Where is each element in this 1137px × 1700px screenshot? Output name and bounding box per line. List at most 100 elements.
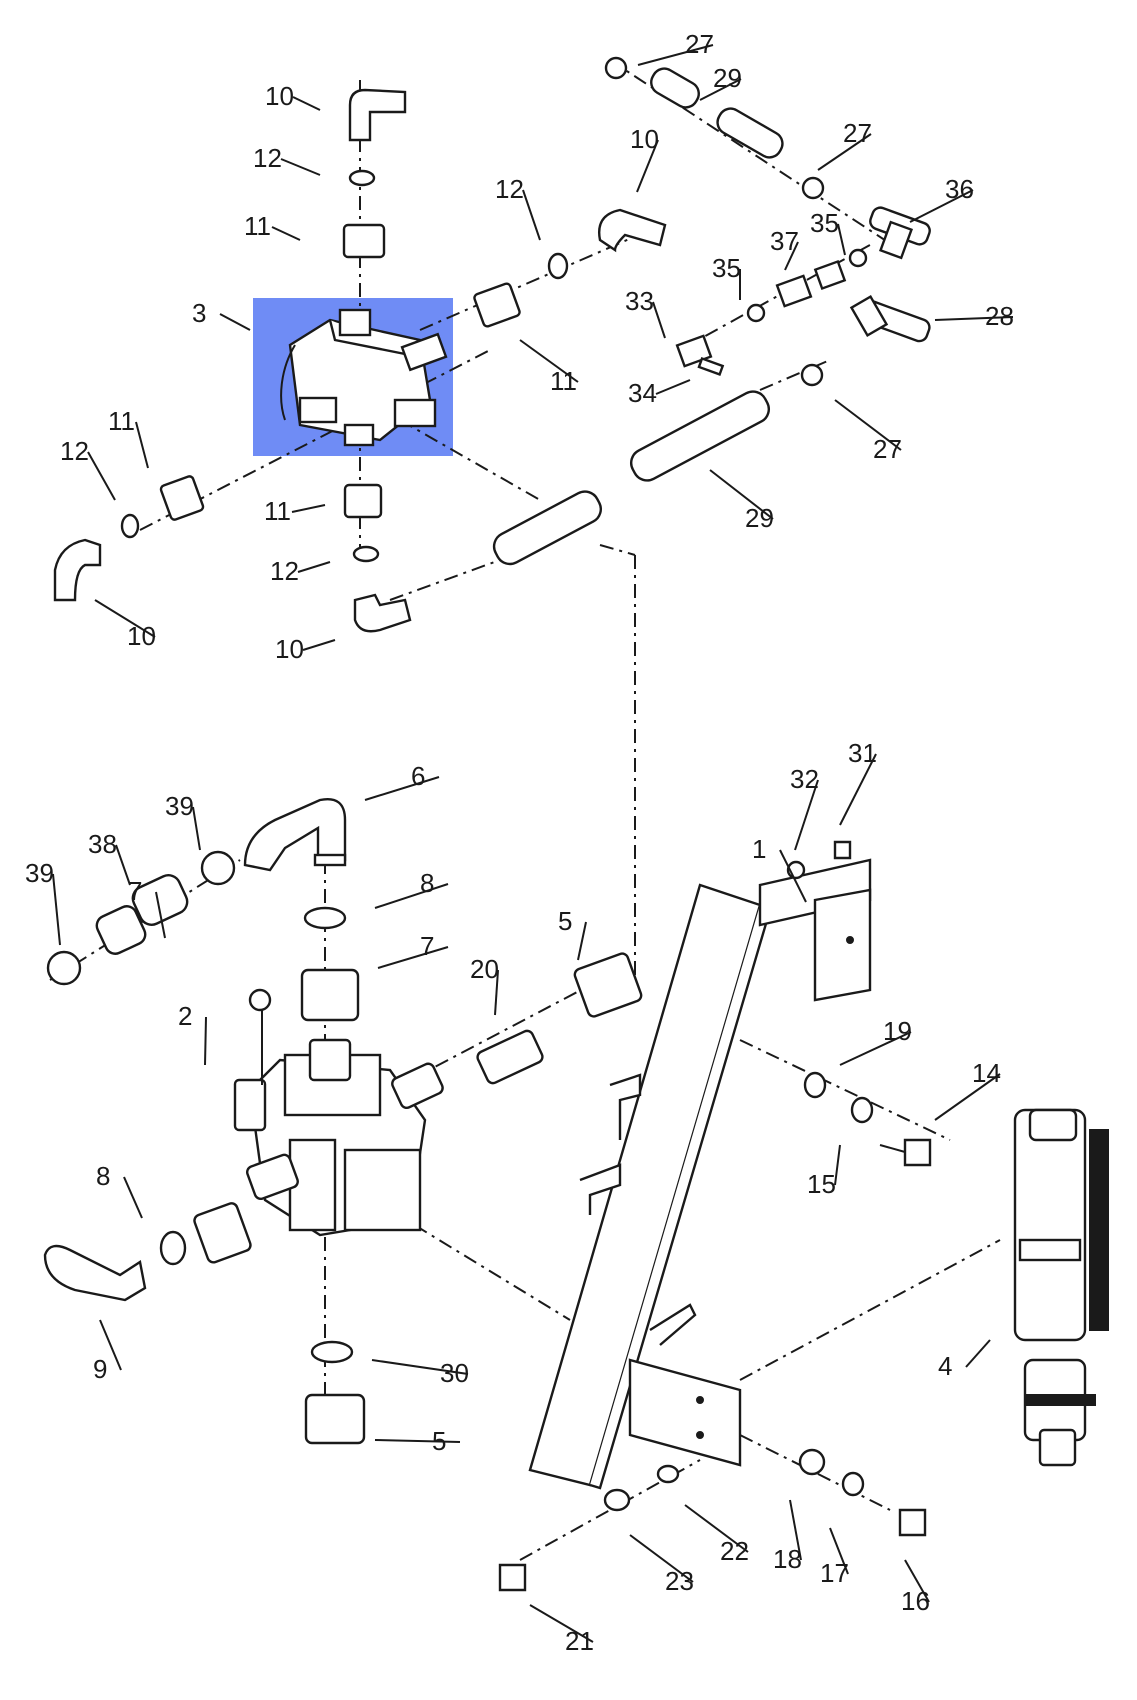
part-label-22: 22	[720, 1536, 749, 1566]
part-label-29: 29	[713, 63, 742, 93]
leader-line-6	[364, 776, 440, 801]
leader-line-32	[794, 779, 819, 851]
part-label-34: 34	[628, 378, 657, 408]
leader-line-30	[371, 1359, 469, 1375]
part-label-10: 10	[127, 621, 156, 651]
leader-line-21	[529, 1604, 594, 1643]
part-label-14: 14	[972, 1058, 1001, 1088]
valve-2-icon	[233, 988, 444, 1237]
part-label-12: 12	[495, 174, 524, 204]
part-label-27: 27	[873, 434, 902, 464]
leader-line-28	[934, 316, 1014, 321]
leader-line-10	[292, 96, 321, 111]
part-label-11: 11	[244, 211, 271, 241]
part-label-29: 29	[745, 503, 774, 533]
part-label-11: 11	[108, 406, 135, 436]
elbow-fitting-10-right-icon	[598, 208, 667, 253]
part-label-33: 33	[625, 286, 654, 316]
leader-line-39	[192, 806, 201, 851]
part-label-16: 16	[901, 1586, 930, 1616]
part-label-23: 23	[665, 1566, 694, 1596]
part-label-35: 35	[712, 253, 741, 283]
leader-line-27	[637, 44, 714, 66]
leader-line-1	[779, 849, 807, 903]
actuator-4-icon	[1013, 1108, 1109, 1467]
part-label-32: 32	[790, 764, 819, 794]
part-label-12: 12	[60, 436, 89, 466]
part-label-39: 39	[25, 858, 54, 888]
leader-line-3	[219, 313, 251, 331]
part-label-5: 5	[432, 1426, 446, 1456]
leader-line-11	[135, 421, 149, 469]
part-label-27: 27	[685, 29, 714, 59]
elbow-fitting-10-left-icon	[53, 538, 102, 602]
washer-8-group	[159, 906, 354, 1364]
leader-line-2	[204, 1016, 207, 1066]
o-ring-12-group	[120, 169, 569, 563]
part-label-39: 39	[165, 791, 194, 821]
part-label-8: 8	[420, 868, 434, 898]
leader-line-15	[834, 1144, 841, 1186]
leader-line-16	[904, 1559, 930, 1603]
leader-line-12	[280, 158, 321, 176]
leader-lines	[52, 44, 1014, 1643]
part-label-5: 5	[558, 906, 572, 936]
part-label-11: 11	[264, 496, 291, 526]
part-label-1: 1	[752, 834, 766, 864]
part-label-7: 7	[420, 931, 434, 961]
part-label-21: 21	[565, 1626, 594, 1656]
part-label-27: 27	[843, 118, 872, 148]
part-label-19: 19	[883, 1016, 912, 1046]
elbow-fitting-6-icon	[243, 798, 347, 872]
leader-line-23	[629, 1534, 694, 1583]
small-fittings-group	[604, 56, 931, 387]
part-label-9: 9	[93, 1354, 107, 1384]
leader-line-5	[374, 1439, 461, 1443]
part-label-8: 8	[96, 1161, 110, 1191]
part-label-30: 30	[440, 1358, 469, 1388]
part-label-38: 38	[88, 829, 117, 859]
nipple-20-icon	[476, 1029, 544, 1085]
leader-line-20	[494, 969, 499, 1016]
leader-line-8	[374, 883, 449, 909]
leader-line-33	[652, 301, 666, 339]
part-label-6: 6	[411, 761, 425, 791]
coupling-38-39-group	[46, 850, 236, 986]
leader-line-17	[829, 1527, 849, 1575]
leader-line-29	[709, 469, 774, 520]
part-label-11: 11	[550, 366, 577, 396]
hose-29-group	[492, 67, 784, 566]
part-label-36: 36	[945, 174, 974, 204]
part-label-7: 7	[128, 876, 142, 906]
part-label-10: 10	[630, 124, 659, 154]
union-nut-11-group	[159, 223, 521, 521]
leader-line-7	[155, 891, 166, 939]
leader-line-34	[655, 379, 691, 395]
leader-line-12	[297, 561, 331, 573]
part-label-20: 20	[470, 954, 499, 984]
part-label-28: 28	[985, 301, 1014, 331]
leader-line-4	[965, 1339, 991, 1368]
leader-line-10	[636, 139, 659, 193]
leader-line-22	[684, 1504, 749, 1553]
part-label-37: 37	[770, 226, 799, 256]
leader-line-29	[699, 78, 742, 101]
leader-line-14	[934, 1073, 1001, 1121]
leader-line-8	[123, 1176, 143, 1219]
part-label-10: 10	[265, 81, 294, 111]
part-label-12: 12	[270, 556, 299, 586]
part-label-10: 10	[275, 634, 304, 664]
hardware-group	[498, 840, 932, 1592]
leader-line-31	[839, 753, 877, 826]
part-label-15: 15	[807, 1169, 836, 1199]
part-label-2: 2	[178, 1001, 192, 1031]
leader-line-27	[817, 133, 872, 171]
leader-line-27	[834, 399, 902, 451]
leader-line-39	[52, 873, 61, 946]
frame-1-icon	[528, 858, 872, 1490]
leader-line-10	[302, 639, 336, 651]
leader-line-9	[99, 1319, 122, 1371]
hose-tail-9-icon	[43, 1244, 147, 1302]
